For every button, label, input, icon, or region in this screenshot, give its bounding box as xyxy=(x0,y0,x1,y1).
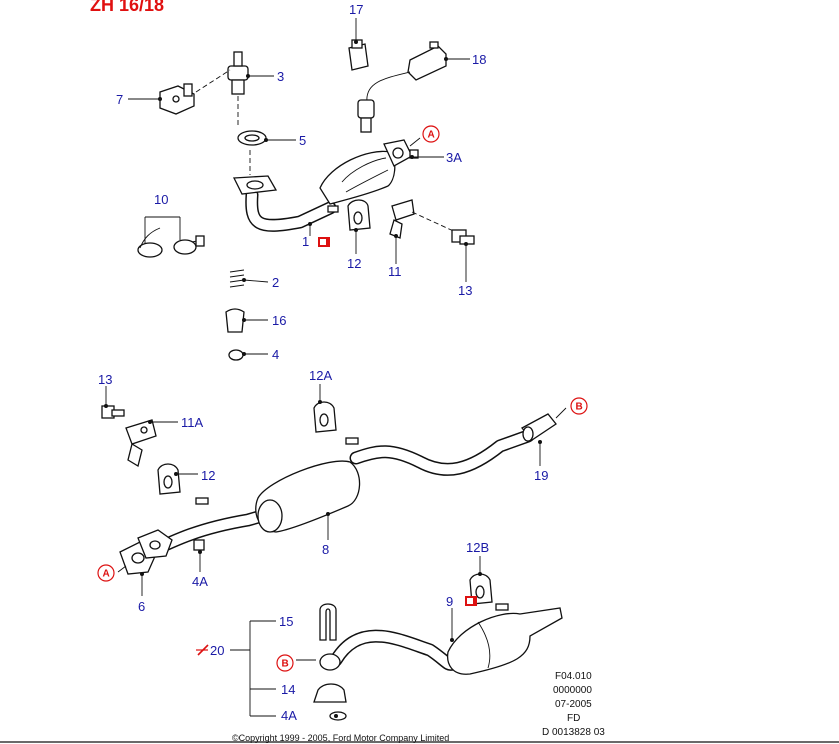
clamp-sleeve xyxy=(319,653,341,671)
callout-12b: 12B xyxy=(466,540,489,555)
callout-19: 19 xyxy=(534,468,548,483)
rear-silencer-9[interactable] xyxy=(446,607,563,675)
svg-text:FD: FD xyxy=(567,713,580,724)
bracket-11a[interactable] xyxy=(125,419,157,468)
book-icon-bottom[interactable] xyxy=(465,596,477,606)
drawing-info-block: F04.010 0000000 07-2005 FD D 0013828 03 xyxy=(542,671,605,738)
bolt-small-1 xyxy=(327,205,339,213)
svg-text:A: A xyxy=(103,569,110,580)
callout-7: 7 xyxy=(116,92,123,107)
leader-dots xyxy=(104,40,542,718)
flange-gasket xyxy=(137,529,173,559)
callout-11: 11 xyxy=(388,264,402,279)
stud-nut-3[interactable] xyxy=(227,51,249,95)
callout-11a: 11A xyxy=(181,415,203,430)
sensor-clip[interactable] xyxy=(348,39,369,71)
callout-16: 16 xyxy=(272,313,286,328)
callout-3: 3 xyxy=(277,69,284,84)
reference-a-bottom: A xyxy=(97,564,115,582)
callout-12-top: 12 xyxy=(347,256,361,271)
callout-5: 5 xyxy=(299,133,306,148)
svg-text:F04.010: F04.010 xyxy=(555,671,592,682)
rubber-mount-12[interactable] xyxy=(347,199,371,231)
clamp-14[interactable] xyxy=(313,683,347,703)
callout-18: 18 xyxy=(472,52,486,67)
svg-text:0000000: 0000000 xyxy=(553,685,592,696)
u-bolt-15[interactable] xyxy=(319,603,337,641)
callout-3a: 3A xyxy=(446,150,462,165)
callout-10: 10 xyxy=(154,192,168,207)
book-icon[interactable] xyxy=(318,237,330,247)
leader-lines xyxy=(105,18,567,661)
callout-6: 6 xyxy=(138,599,145,614)
bracket-11[interactable] xyxy=(389,199,415,239)
front-pipe-flange xyxy=(232,175,278,195)
heat-shield-10[interactable] xyxy=(137,227,205,258)
oxygen-sensor-connector[interactable] xyxy=(407,41,447,81)
bolt-small-4 xyxy=(495,603,509,611)
reference-b-bottom: B xyxy=(276,654,294,672)
bolt-small-3 xyxy=(195,497,209,505)
callout-12a: 12A xyxy=(309,368,332,383)
diagram-title: ZH 16/18 xyxy=(90,0,164,15)
svg-text:B: B xyxy=(576,402,583,413)
oxygen-sensor[interactable] xyxy=(357,99,375,133)
bracket-7[interactable] xyxy=(159,83,195,115)
nut-4[interactable] xyxy=(228,349,244,361)
callout-4: 4 xyxy=(272,347,279,362)
centre-silencer-8[interactable] xyxy=(255,460,361,533)
svg-text:07-2005: 07-2005 xyxy=(555,699,592,710)
intermediate-pipe-end-19[interactable] xyxy=(520,413,557,442)
callout-13-top: 13 xyxy=(458,283,472,298)
callout-8: 8 xyxy=(322,542,329,557)
rubber-mount-12a[interactable] xyxy=(313,401,337,433)
svg-text:D 0013828 03: D 0013828 03 xyxy=(542,727,605,738)
callout-13-mid: 13 xyxy=(98,372,112,387)
catalytic-converter[interactable] xyxy=(319,150,396,205)
callout-4a-bot: 4A xyxy=(281,708,297,723)
gasket-5[interactable] xyxy=(237,130,267,146)
callout-15: 15 xyxy=(279,614,293,629)
spring-2[interactable] xyxy=(229,269,245,288)
callout-14: 14 xyxy=(281,682,295,697)
callout-20: 20 xyxy=(210,643,224,658)
bolt-small-2 xyxy=(345,437,359,445)
reference-b-top: B xyxy=(570,397,588,415)
callout-17: 17 xyxy=(349,2,363,17)
svg-text:A: A xyxy=(428,130,435,141)
nut-4a-mid[interactable] xyxy=(193,539,205,551)
bush-16[interactable] xyxy=(225,308,245,333)
callout-9: 9 xyxy=(446,594,453,609)
warning-strike-icon xyxy=(196,644,209,656)
callout-2: 2 xyxy=(272,275,279,290)
bolt-13[interactable] xyxy=(451,229,475,245)
callout-1: 1 xyxy=(302,234,309,249)
callout-12-mid: 12 xyxy=(201,468,215,483)
svg-text:B: B xyxy=(282,659,289,670)
reference-a-top: A xyxy=(422,125,440,143)
callout-4a-mid: 4A xyxy=(192,574,208,589)
bolt-13-mid[interactable] xyxy=(101,405,125,419)
copyright-text: ©Copyright 1999 - 2005, Ford Motor Compa… xyxy=(232,733,449,743)
rubber-mount-12-mid[interactable] xyxy=(157,463,181,495)
